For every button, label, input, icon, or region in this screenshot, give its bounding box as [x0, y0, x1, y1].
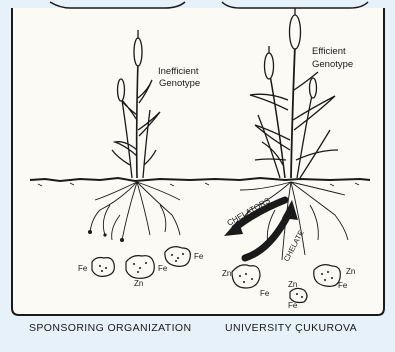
- university-label: UNIVERSITY ÇUKUROVA: [225, 322, 357, 334]
- fe-symbol: Fe: [288, 301, 298, 310]
- fe-symbol: Fe: [78, 264, 88, 273]
- fe-symbol: Fe: [338, 281, 348, 290]
- inefficient-label-line2: Genotype: [159, 78, 200, 89]
- zn-symbol: Zn: [288, 280, 297, 289]
- zn-symbol: Zn: [346, 267, 355, 276]
- fe-symbol: Fe: [158, 264, 168, 273]
- zn-symbol: Zn: [222, 269, 231, 278]
- zn-symbol: Zn: [134, 279, 143, 288]
- fe-symbol: Fe: [194, 252, 204, 261]
- efficient-label-line2: Genotype: [312, 59, 353, 70]
- sponsoring-organization-label: SPONSORING ORGANIZATION: [29, 322, 191, 334]
- efficient-label-line1: Efficient: [312, 46, 346, 57]
- fe-symbol: Fe: [260, 289, 270, 298]
- inefficient-label-line1: Inefficient: [158, 66, 199, 77]
